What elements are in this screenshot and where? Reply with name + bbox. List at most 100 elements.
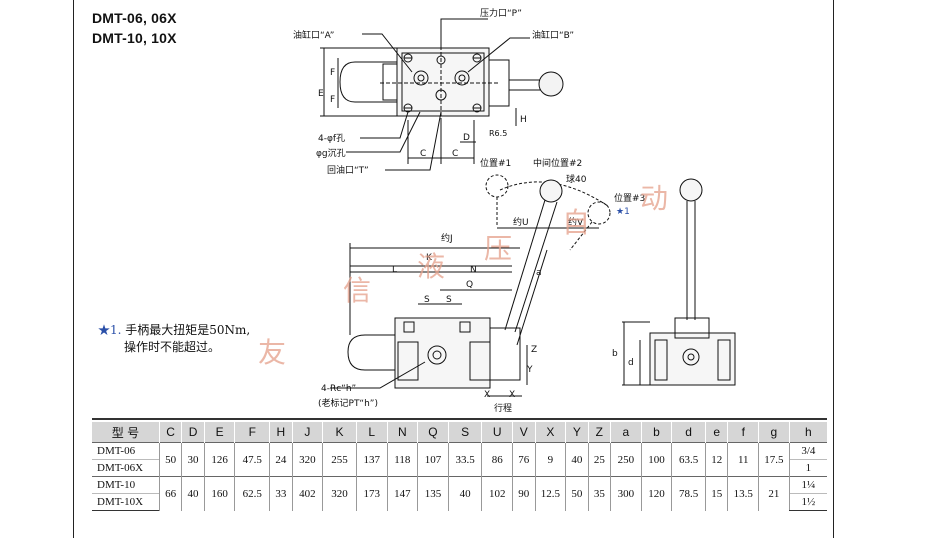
label-dim-r: R6.5	[489, 129, 507, 138]
label-position-2: 中间位置#2	[533, 157, 582, 169]
header-v: V	[512, 422, 536, 443]
table-top-rule	[92, 418, 827, 420]
label-dim-n: N	[470, 265, 477, 275]
cell-k: 255	[322, 442, 357, 477]
cell-h: 1¼	[788, 476, 827, 494]
frame-left-rule	[73, 0, 74, 538]
label-dim-d: D	[463, 133, 470, 143]
drawing-labels: 油缸口“A” 压力口“P” 油缸口“B” 4-φf孔 φg沉孔 回油口“T” E…	[293, 7, 645, 414]
label-port-a: 油缸口“A”	[293, 29, 334, 41]
watermark: 友 信 液 压 自 动	[258, 182, 668, 369]
cell-x: 9	[534, 442, 566, 477]
label-dim-f1: F	[330, 68, 335, 78]
cell-g: 21	[758, 476, 790, 511]
label-port-b: 油缸口“B”	[532, 29, 574, 41]
header-z: Z	[587, 422, 611, 443]
cell-g: 17.5	[758, 442, 790, 477]
header-x: X	[534, 422, 566, 443]
label-star-1: ★1	[616, 207, 630, 217]
cell-n: 147	[386, 476, 418, 511]
cell-l: 173	[355, 476, 387, 511]
label-approx-v: 约V	[568, 216, 584, 228]
label-ball: 球40	[566, 173, 587, 185]
cell-v: 76	[512, 442, 536, 477]
label-port-p: 压力口“P”	[480, 7, 522, 19]
header-l: L	[355, 422, 387, 443]
cell-y: 50	[565, 476, 589, 511]
label-dim-l: L	[392, 265, 397, 275]
cell-d: 30	[181, 442, 205, 477]
cell-c: 50	[158, 442, 182, 477]
cell-f: 62.5	[234, 476, 270, 511]
top-view	[320, 18, 564, 171]
table-row: DMT-10X 1½	[92, 493, 827, 511]
header-u: U	[481, 422, 513, 443]
label-dim-y: Y	[526, 365, 533, 375]
cell-a: 250	[610, 442, 642, 477]
cell-h: 33	[269, 476, 293, 511]
handle-positions	[485, 174, 611, 251]
header-d: d	[671, 422, 706, 443]
label-approx-j: 约J	[441, 232, 453, 244]
cell-j: 320	[291, 442, 323, 477]
label-position-3: 位置#3	[614, 192, 645, 204]
cell-a: 300	[610, 476, 642, 511]
note-star: ★1.	[98, 323, 122, 337]
cell-model: DMT-06X	[92, 459, 160, 477]
header-f: F	[234, 422, 270, 443]
label-dim-z: Z	[531, 345, 537, 355]
cell-z: 35	[587, 476, 611, 511]
header-s: S	[447, 422, 482, 443]
cell-d: 40	[181, 476, 205, 511]
header-c: C	[158, 422, 182, 443]
cell-u: 86	[481, 442, 513, 477]
label-dim-f2: F	[330, 95, 335, 105]
cell-e: 15	[704, 476, 728, 511]
cell-h: 1½	[788, 493, 827, 511]
label-position-1: 位置#1	[480, 157, 511, 169]
label-dim-c1: C	[420, 149, 426, 159]
cell-q: 135	[417, 476, 449, 511]
cell-c: 66	[158, 476, 182, 511]
cell-y: 40	[565, 442, 589, 477]
watermark-char-5: 自	[562, 206, 590, 239]
label-dim-q: Q	[466, 280, 473, 290]
model-title-1: DMT-06, 06X	[92, 10, 177, 26]
label-approx-u: 约U	[513, 216, 529, 228]
watermark-char-2: 信	[343, 274, 371, 307]
label-port-t: 回油口“T”	[327, 164, 369, 176]
cell-d: 63.5	[671, 442, 706, 477]
label-dim-x2: X	[509, 390, 515, 400]
cell-q: 107	[417, 442, 449, 477]
header-h: h	[788, 422, 827, 443]
cell-model: DMT-10X	[92, 493, 160, 511]
cell-f: 47.5	[234, 442, 270, 477]
cell-s: 40	[447, 476, 482, 511]
header-a: a	[610, 422, 642, 443]
header-n: N	[386, 422, 418, 443]
torque-note: ★1. 手柄最大扭矩是50Nm, 操作时不能超过。	[98, 322, 250, 356]
header-b: b	[640, 422, 672, 443]
label-dim-h: H	[520, 115, 527, 125]
header-j: J	[291, 422, 323, 443]
watermark-char-4: 压	[484, 232, 512, 265]
cell-s: 33.5	[447, 442, 482, 477]
cell-f: 13.5	[727, 476, 759, 511]
cell-b: 120	[640, 476, 672, 511]
note-line-2: 操作时不能超过。	[124, 340, 221, 354]
label-dim-d-side: d	[628, 358, 634, 368]
cell-e: 160	[203, 476, 235, 511]
label-dim-k: K	[426, 253, 433, 263]
label-old-pt: (老标记PT“h”)	[318, 397, 378, 409]
front-view	[330, 199, 558, 397]
side-view	[622, 178, 736, 386]
header-g: g	[758, 422, 790, 443]
cell-j: 402	[291, 476, 323, 511]
watermark-char-3: 液	[417, 250, 445, 283]
header-d: D	[181, 422, 205, 443]
cell-f: 11	[727, 442, 759, 477]
